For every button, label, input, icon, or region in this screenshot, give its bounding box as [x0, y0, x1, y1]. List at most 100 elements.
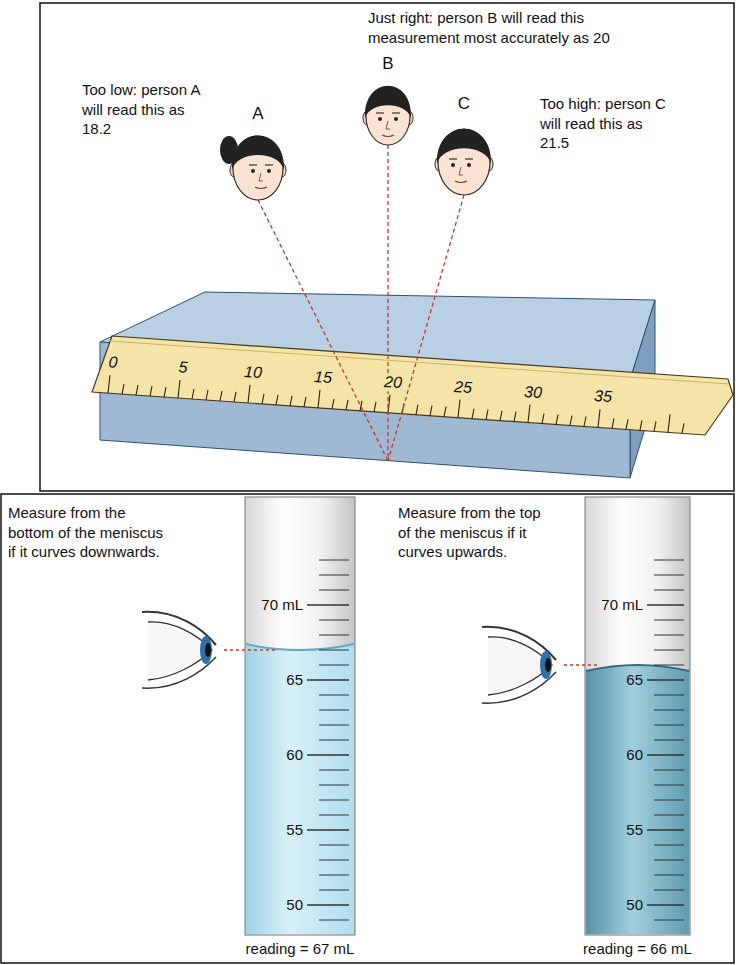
ruler-tick [570, 416, 572, 426]
eye [142, 612, 275, 688]
graduation-line [319, 725, 349, 726]
hair [232, 136, 284, 171]
ruler-tick [276, 395, 278, 405]
ruler-tick [318, 390, 320, 408]
liquid [586, 665, 689, 934]
graduation-line [319, 590, 349, 591]
graduation-line [654, 800, 684, 801]
ruler-tick [584, 416, 586, 426]
sight-line [564, 664, 600, 665]
graduation-line [319, 635, 349, 636]
ruler-number: 25 [453, 379, 474, 397]
graduation-line [654, 875, 684, 876]
ruler-tick [416, 405, 418, 415]
graduation-line [319, 575, 349, 576]
graduation-line [319, 845, 349, 846]
face-eye [251, 169, 255, 173]
graduation-line [307, 754, 349, 755]
graduation-line [319, 770, 349, 771]
ruler-tick [640, 420, 642, 430]
graduation-line [319, 785, 349, 786]
ruler-tick [234, 392, 236, 402]
ruler-tick [304, 397, 306, 407]
ruler-number: 10 [243, 364, 264, 382]
nose [386, 121, 390, 129]
hair [437, 129, 491, 164]
ruler-tick [612, 418, 614, 428]
ruler-tick [262, 394, 264, 404]
graduation-line [654, 635, 684, 636]
ruler-tick [150, 386, 152, 396]
graduation-line [319, 815, 349, 816]
graduation-line [647, 754, 684, 755]
graduation-line [307, 829, 349, 830]
scale-value: 60 [286, 745, 303, 765]
ruler-tick [220, 391, 222, 401]
ruler [92, 336, 733, 435]
graduation-line [647, 604, 684, 605]
ruler-tick [654, 421, 656, 431]
ruler-tick [500, 411, 502, 421]
scale-value: 50 [286, 895, 303, 915]
graduation-line [319, 695, 349, 696]
graduation-line [654, 590, 684, 591]
graduation-line [307, 904, 349, 905]
graduation-line [319, 620, 349, 621]
graduation-line [654, 725, 684, 726]
graduation-line [654, 710, 684, 711]
eyebrow [449, 158, 457, 159]
iris [540, 651, 552, 679]
pupil [545, 658, 551, 672]
ruler-bevel [110, 341, 729, 384]
ruler-tick [346, 400, 348, 410]
cylinder-glass [585, 497, 690, 935]
ruler-tick [332, 399, 334, 409]
graduation-line [654, 890, 684, 891]
cylinder-glass [245, 497, 355, 935]
eyebrow [465, 158, 473, 159]
nose [259, 173, 263, 181]
note-text: Too low: person A will read this as 18.2 [82, 80, 212, 139]
eyebrow [265, 164, 273, 165]
person-letter: C [458, 93, 470, 115]
graduation-line [654, 845, 684, 846]
ruler-number: 15 [313, 369, 334, 387]
graduation-line [654, 575, 684, 576]
face [435, 129, 493, 195]
graduation-line [654, 620, 684, 621]
ruler-tick [556, 415, 558, 425]
ruler-tick [668, 414, 670, 432]
ruler-tick [374, 402, 376, 412]
sight-lines [258, 145, 464, 461]
scale-value: 60 [626, 745, 643, 765]
ruler-tick [486, 410, 488, 420]
graduation-line [319, 800, 349, 801]
ruler-tick [626, 419, 628, 429]
graduation-line [319, 860, 349, 861]
mouth [382, 135, 394, 137]
graduation-line [654, 860, 684, 861]
ruler-tick [528, 405, 530, 423]
ruler-tick [178, 380, 180, 398]
iris [200, 636, 212, 664]
graduation-line [647, 829, 684, 830]
graduation-line [319, 875, 349, 876]
graduation-line [654, 920, 684, 921]
graduation-line [654, 815, 684, 816]
scale-value: 70 mL [261, 595, 303, 615]
ruler-tick [542, 414, 544, 424]
graduation-line [319, 710, 349, 711]
note-text: Too high: person C will read this as 21.… [540, 94, 670, 153]
sight-line [224, 649, 275, 650]
person-letter: A [252, 103, 263, 125]
graduation-line [654, 560, 684, 561]
face [363, 86, 413, 145]
ruler-tick [682, 423, 684, 433]
scale-value: 65 [286, 670, 303, 690]
graduation-line [319, 890, 349, 891]
ruler-tick [108, 375, 110, 393]
note-text: Just right: person B will read this meas… [368, 8, 638, 47]
meniscus [246, 644, 354, 650]
face-eye [451, 163, 455, 167]
eye [482, 627, 600, 703]
